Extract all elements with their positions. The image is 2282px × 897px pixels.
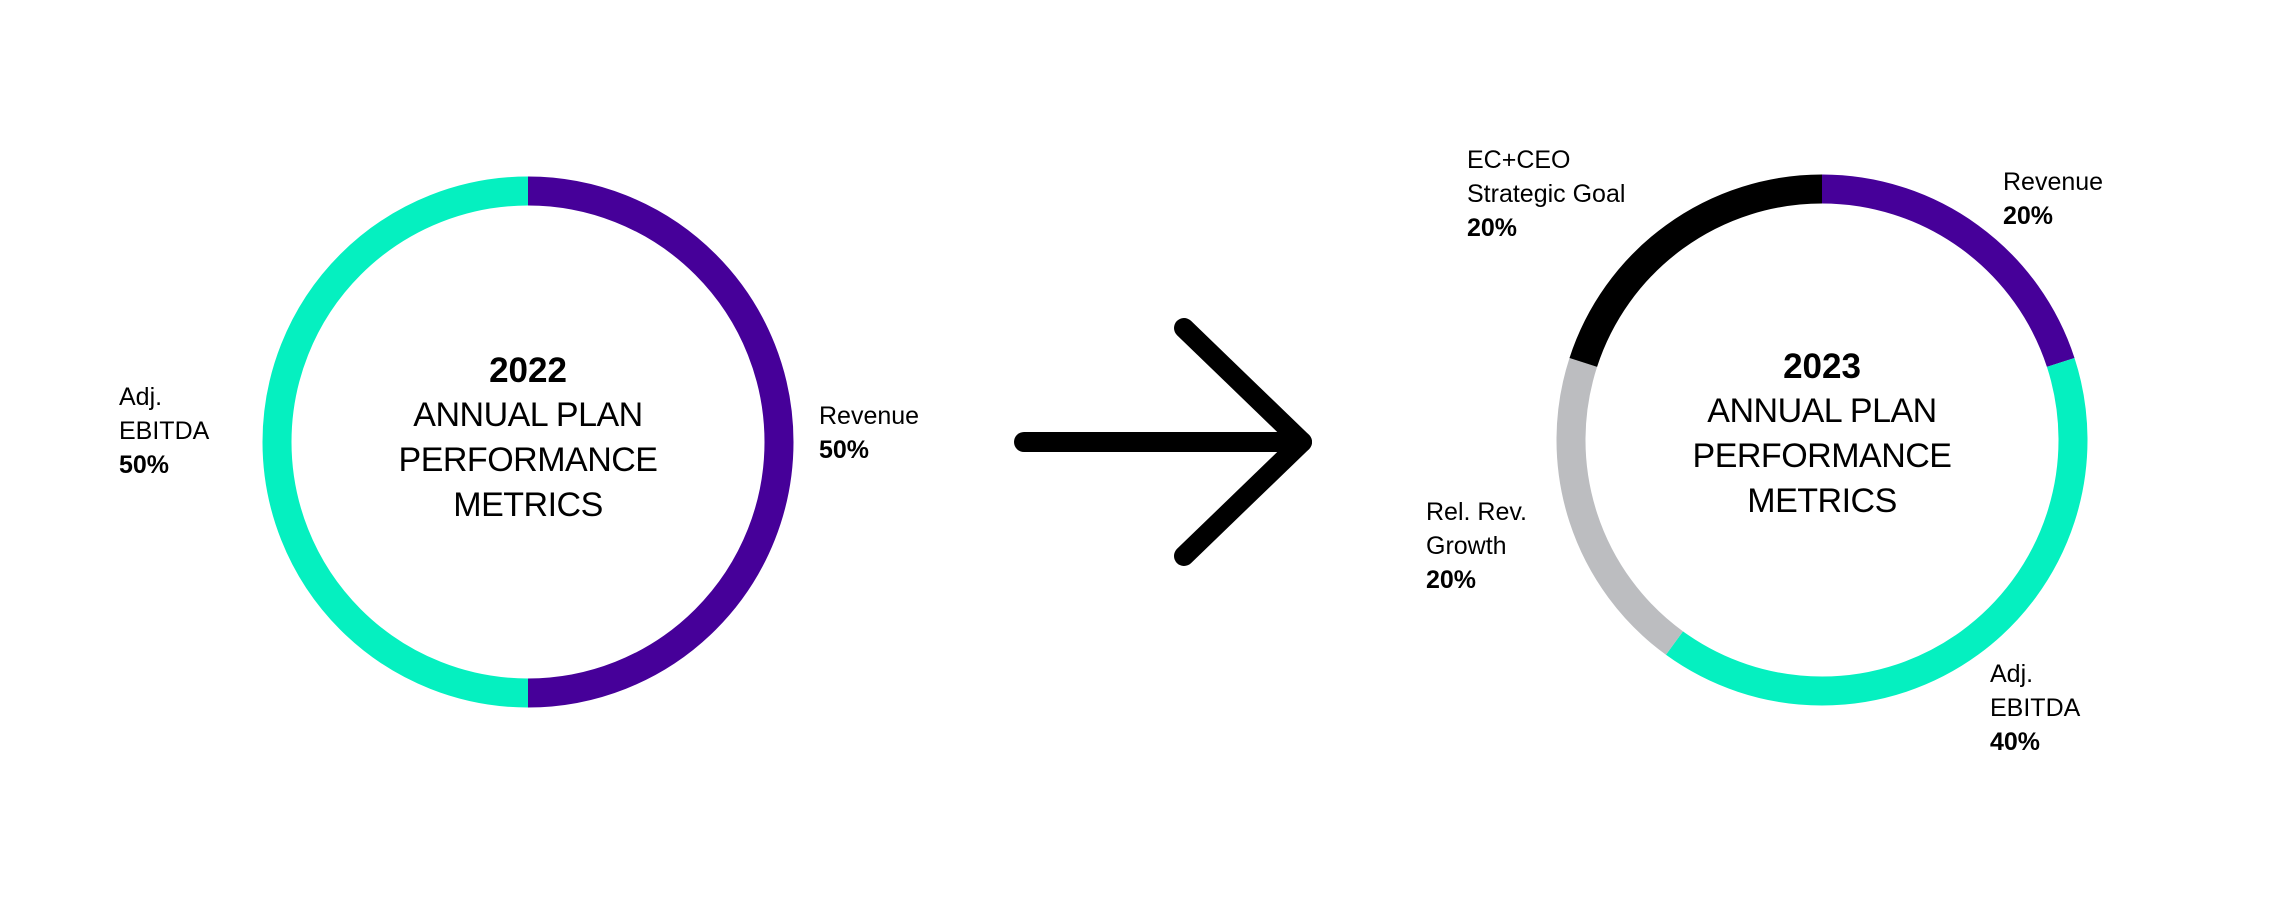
- slice-name: Strategic Goal: [1467, 180, 1626, 208]
- year-label: 2023: [1783, 347, 1861, 386]
- donut-slice-adj-ebitda: [1665, 357, 2088, 706]
- slice-name: EBITDA: [1990, 694, 2081, 722]
- arrow-right-icon: [1014, 318, 1312, 566]
- donut-slice-ec-ceo-strategic-goal: [1569, 174, 1823, 367]
- slice-name: Revenue: [819, 402, 920, 430]
- donut-2022: [262, 176, 794, 708]
- slice-value: 40%: [1990, 728, 2041, 756]
- year-label: 2022: [489, 351, 567, 390]
- slice-label-revenue-2022: Revenue 50%: [819, 399, 919, 467]
- slice-name: Revenue: [2003, 168, 2104, 196]
- slice-label-revenue-2023: Revenue 20%: [2003, 165, 2103, 233]
- slice-name: Rel. Rev.: [1426, 498, 1527, 526]
- donut-2023-center-title: 2023 ANNUAL PLAN PERFORMANCE METRICS: [1622, 344, 2022, 524]
- slice-value: 50%: [119, 451, 170, 479]
- center-line: ANNUAL PLAN: [413, 396, 643, 434]
- slice-label-rel-rev-growth-2023: Rel. Rev. Growth 20%: [1426, 495, 1527, 597]
- donut-slice-adj-ebitda: [262, 176, 529, 708]
- slice-value: 20%: [1467, 214, 1518, 242]
- donut-slice-revenue: [527, 176, 794, 708]
- center-line: PERFORMANCE: [398, 441, 658, 479]
- slice-name: Growth: [1426, 532, 1507, 560]
- donut-slice-rel-rev-growth: [1556, 357, 1684, 655]
- slice-name: EBITDA: [119, 417, 210, 445]
- donut-2022-center-title: 2022 ANNUAL PLAN PERFORMANCE METRICS: [328, 348, 728, 528]
- slice-value: 50%: [819, 436, 870, 464]
- center-line: METRICS: [1747, 482, 1897, 520]
- donut-2023: [1556, 174, 2088, 706]
- slice-value: 20%: [1426, 566, 1477, 594]
- center-line: ANNUAL PLAN: [1707, 392, 1937, 430]
- center-line: PERFORMANCE: [1692, 437, 1952, 475]
- slice-label-adj-ebitda-2023: Adj. EBITDA 40%: [1990, 657, 2080, 759]
- slice-name: EC+CEO: [1467, 146, 1571, 174]
- slice-label-ec-ceo-strategic-goal-2023: EC+CEO Strategic Goal 20%: [1467, 143, 1625, 245]
- slice-name: Adj.: [119, 383, 163, 411]
- slice-label-adj-ebitda-2022: Adj. EBITDA 50%: [119, 380, 209, 482]
- slice-value: 20%: [2003, 202, 2054, 230]
- center-line: METRICS: [453, 486, 603, 524]
- slice-name: Adj.: [1990, 660, 2034, 688]
- donut-slice-revenue: [1821, 174, 2075, 367]
